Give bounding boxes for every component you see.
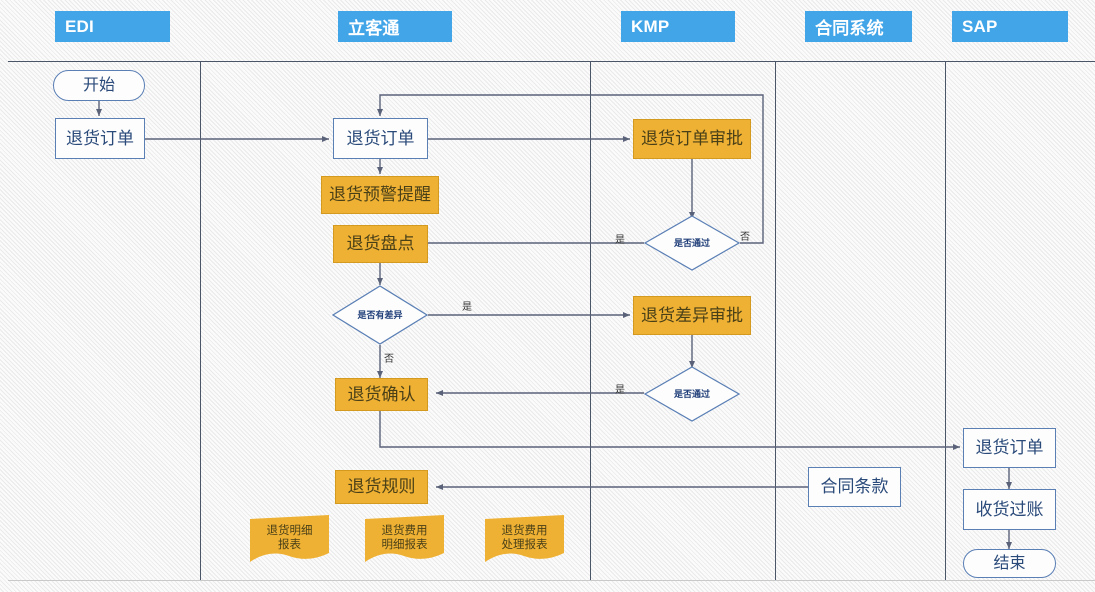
node-pass-check-2[interactable]: 是否通过: [644, 366, 740, 422]
lane-header-label: 立客通: [348, 19, 400, 38]
edge-label-has-diff-yes: 是: [462, 302, 472, 313]
diamond-shape: [644, 215, 740, 271]
node-sap-return-order[interactable]: 退货订单: [963, 428, 1056, 468]
node-label: 结束: [993, 554, 1026, 572]
edge-pass1-no-loopback: [377, 94, 764, 244]
diamond-shape: [332, 285, 428, 345]
edge-return-confirm-to-sap-order: [379, 411, 960, 450]
node-label: 退货盘点: [346, 234, 415, 254]
node-goods-receipt[interactable]: 收货过账: [963, 489, 1056, 530]
edge-label-pass2-yes: 是: [615, 385, 625, 396]
node-label: 退货订单: [66, 128, 134, 148]
lane-header-label: KMP: [631, 16, 670, 36]
node-return-order-approval[interactable]: 退货订单审批: [633, 119, 751, 159]
node-end[interactable]: 结束: [963, 549, 1056, 578]
lane-divider-4: [945, 61, 946, 580]
node-label: 合同条款: [820, 477, 889, 497]
note-label: 退货费用 处理报表: [501, 525, 548, 551]
note-shape-icon: [485, 515, 564, 562]
edge-label-pass1-no: 否: [740, 232, 750, 243]
node-label: 退货差异审批: [641, 305, 743, 325]
node-label: 退货订单: [975, 438, 1044, 458]
note-shape-icon: [365, 515, 444, 562]
edge-label-has-diff-no: 否: [384, 354, 394, 365]
node-start[interactable]: 开始: [53, 70, 145, 101]
node-label: 收货过账: [975, 499, 1044, 519]
lane-header-label: SAP: [962, 16, 998, 36]
lane-header-kmp: KMP: [621, 11, 735, 42]
lane-divider-2: [590, 61, 591, 580]
lane-header-likeitong: 立客通: [338, 11, 452, 42]
lane-header-label: EDI: [65, 16, 94, 36]
diamond-shape: [644, 366, 740, 422]
node-return-rule[interactable]: 退货规则: [335, 470, 428, 504]
node-return-confirm[interactable]: 退货确认: [335, 378, 428, 411]
node-label: 是否有差异: [357, 309, 403, 320]
node-label: 退货订单: [346, 128, 415, 148]
note-label: 退货费用 明细报表: [381, 525, 428, 551]
node-return-count[interactable]: 退货盘点: [333, 225, 428, 263]
node-label: 是否通过: [673, 237, 710, 248]
node-label: 退货订单审批: [641, 129, 743, 149]
node-label: 退货确认: [347, 384, 416, 404]
node-label: 是否通过: [673, 388, 710, 399]
note-label: 退货明细 报表: [266, 525, 313, 551]
lane-header-label: 合同系统: [815, 19, 884, 38]
node-pass-check-1[interactable]: 是否通过: [644, 215, 740, 271]
note-return-detail-report[interactable]: 退货明细 报表: [247, 513, 332, 565]
node-has-difference[interactable]: 是否有差异: [332, 285, 428, 345]
node-label: 开始: [82, 76, 115, 94]
lane-header-sap: SAP: [952, 11, 1068, 42]
note-shape-icon: [250, 515, 329, 562]
lane-divider-1: [200, 61, 201, 580]
lane-header-edi: EDI: [55, 11, 170, 42]
node-edi-return-order[interactable]: 退货订单: [55, 118, 145, 159]
note-return-fee-detail-report[interactable]: 退货费用 明细报表: [362, 513, 447, 565]
node-difference-approval[interactable]: 退货差异审批: [633, 296, 751, 335]
lane-divider-3: [775, 61, 776, 580]
lane-header-contract-system: 合同系统: [805, 11, 912, 42]
lane-bottom-rule: [8, 580, 1095, 581]
edge-label-pass1-yes: 是: [615, 235, 625, 246]
node-contract-terms[interactable]: 合同条款: [808, 467, 901, 507]
node-label: 退货预警提醒: [329, 185, 431, 205]
node-label: 退货规则: [347, 477, 416, 497]
lane-top-rule: [8, 61, 1095, 62]
node-return-warning[interactable]: 退货预警提醒: [321, 176, 439, 214]
note-return-fee-process-report[interactable]: 退货费用 处理报表: [482, 513, 567, 565]
node-lkt-return-order[interactable]: 退货订单: [333, 118, 428, 159]
